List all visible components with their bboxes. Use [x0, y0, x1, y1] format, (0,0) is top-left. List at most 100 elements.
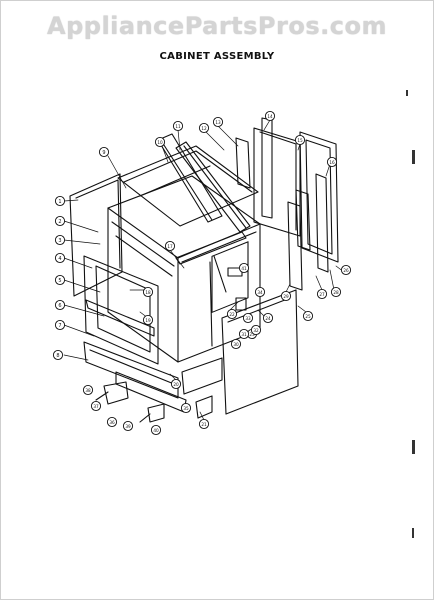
callout-number: 26 [343, 268, 349, 273]
callout-circle [280, 290, 292, 302]
callout-number: 4 [58, 256, 61, 262]
callout-circle [302, 310, 314, 322]
callout-number: 18 [145, 290, 151, 295]
callout-number: 28 [333, 290, 339, 295]
callout-circle [54, 234, 66, 246]
callout-circle [250, 324, 262, 336]
diagram-title: CABINET ASSEMBLY [159, 51, 275, 62]
callout-16: 16 [326, 156, 338, 168]
callout-number: 29 [283, 294, 289, 299]
callout-22: 22 [226, 308, 238, 320]
callout-number: 8 [56, 353, 59, 359]
callout-number: 19 [145, 318, 151, 323]
callout-26: 26 [340, 264, 352, 276]
callout-2: 2 [54, 215, 66, 227]
callout-circle [264, 110, 276, 122]
callout-circle [164, 240, 176, 252]
callout-circle [326, 156, 338, 168]
callout-14: 14 [264, 110, 276, 122]
callout-number: 25 [305, 314, 311, 319]
callout-number: 35 [183, 406, 189, 411]
right-trim-strips [235, 117, 339, 291]
callout-circle [238, 262, 250, 274]
callout-number: 20 [173, 382, 179, 387]
callout-24: 24 [262, 312, 274, 324]
callout-17: 17 [164, 240, 176, 252]
callout-18: 18 [142, 286, 154, 298]
callout-37: 37 [90, 400, 102, 412]
callout-number: 31 [241, 332, 247, 337]
scan-edge-mark [412, 440, 415, 454]
callout-9: 9 [98, 146, 110, 158]
front-frame [83, 255, 159, 365]
callout-number: 13 [215, 120, 221, 125]
small-hardware [95, 255, 247, 423]
callout-11: 11 [172, 120, 184, 132]
callout-circle [198, 418, 210, 430]
callout-5: 5 [54, 274, 66, 286]
callout-number: 33 [245, 316, 251, 321]
callout-39: 39 [122, 420, 134, 432]
callout-21: 21 [198, 418, 210, 430]
callout-6: 6 [54, 299, 66, 311]
callout-34: 34 [254, 286, 266, 298]
callout-circle [82, 384, 94, 396]
callout-circle [90, 400, 102, 412]
callout-7: 7 [54, 319, 66, 331]
callout-circle [54, 195, 66, 207]
scan-edge-mark [412, 150, 415, 164]
callout-circle [54, 299, 66, 311]
callout-number: 39 [125, 424, 131, 429]
callout-circle [172, 120, 184, 132]
callout-1: 1 [54, 195, 66, 207]
callout-number: 2 [58, 219, 61, 225]
callout-number: 5 [58, 278, 61, 284]
callout-3: 3 [54, 234, 66, 246]
scan-edge-mark [406, 90, 408, 96]
callout-circle [226, 308, 238, 320]
callout-33: 33 [242, 312, 254, 324]
callout-number: 14 [267, 114, 273, 119]
callout-circle [150, 424, 162, 436]
callout-circle [154, 136, 166, 148]
callout-circle [254, 286, 266, 298]
right-door-panel [221, 289, 299, 415]
callout-35: 35 [180, 402, 192, 414]
callout-circle [242, 312, 254, 324]
callout-number: 34 [257, 290, 263, 295]
callout-13: 13 [212, 116, 224, 128]
callout-circle [180, 402, 192, 414]
callout-32: 32 [250, 324, 262, 336]
callout-19: 19 [142, 314, 154, 326]
callout-circle [106, 416, 118, 428]
callout-circle [212, 116, 224, 128]
callout-circle [262, 312, 274, 324]
callout-circle [54, 252, 66, 264]
watermark-logo: AppliancePartsPros.com [47, 12, 387, 40]
callout-number: 30 [233, 342, 239, 347]
callout-circle [54, 274, 66, 286]
scan-edge-mark [412, 528, 414, 538]
callout-circle [54, 215, 66, 227]
callout-number: 16 [329, 160, 335, 165]
right-side-panel [253, 127, 301, 237]
callout-number: 7 [58, 323, 61, 329]
callout-circle [198, 122, 210, 134]
callout-41: 41 [238, 262, 250, 274]
callout-circle [340, 264, 352, 276]
callout-number: 12 [201, 126, 207, 131]
callout-31: 31 [238, 328, 250, 340]
callout-circle [122, 420, 134, 432]
callout-20: 20 [170, 378, 182, 390]
leader-lines [63, 119, 345, 421]
callout-28: 28 [330, 286, 342, 298]
callout-number: 10 [157, 140, 163, 145]
callout-27: 27 [316, 288, 328, 300]
callout-circle [52, 349, 64, 361]
top-rails [157, 133, 251, 265]
callout-circle [142, 314, 154, 326]
callout-circle [170, 378, 182, 390]
callout-circle [98, 146, 110, 158]
callout-circle [238, 328, 250, 340]
